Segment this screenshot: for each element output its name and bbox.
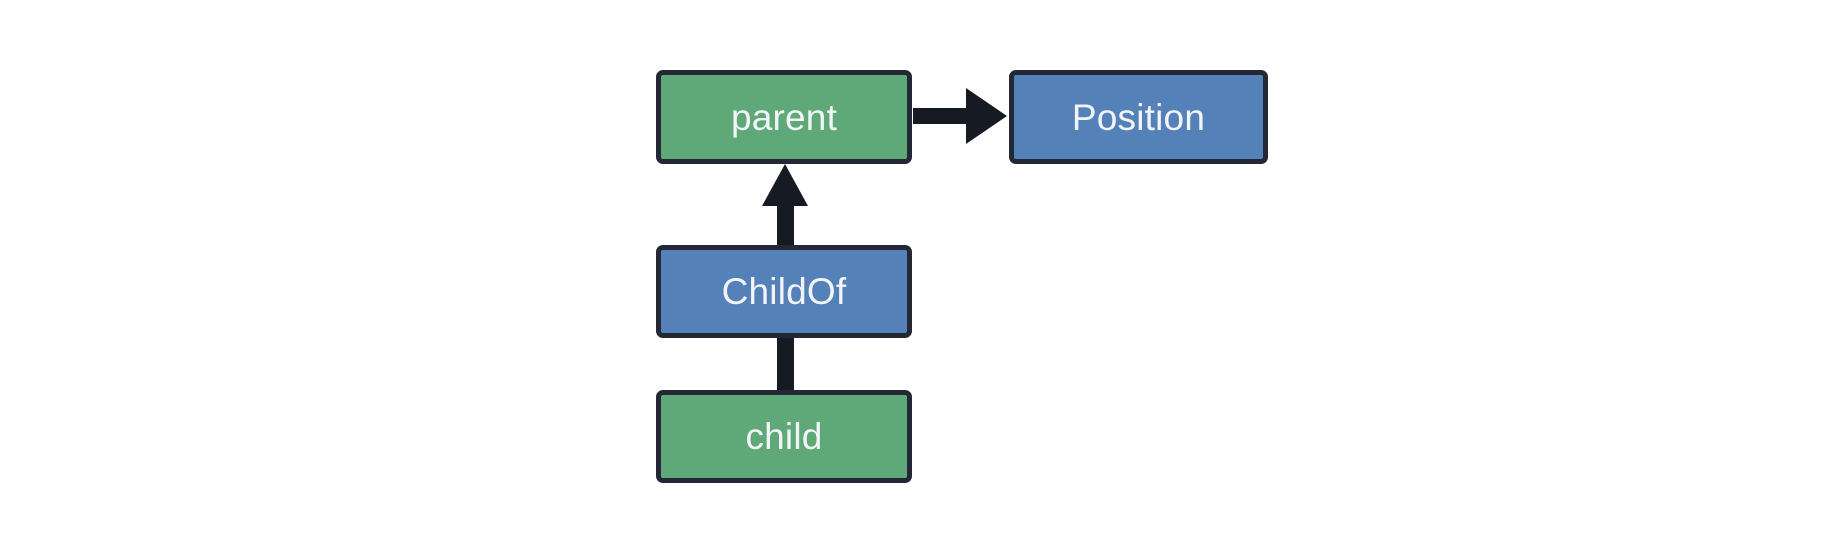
node-childof-label: ChildOf (721, 271, 847, 312)
edge-parent-to-position (913, 88, 1007, 144)
node-parent-label: parent (730, 96, 838, 138)
edge-parent-to-position-arrowhead (966, 88, 1007, 144)
node-childof[interactable]: ChildOf (656, 245, 912, 338)
node-child-label: child (745, 416, 823, 457)
edge-childof-to-parent-arrowhead (762, 164, 808, 206)
node-parent[interactable]: parent (656, 70, 912, 164)
edge-child-to-childof-shaft (777, 334, 794, 394)
edge-childof-to-parent-shaft (777, 196, 794, 248)
node-position[interactable]: Position (1009, 70, 1268, 164)
edge-childof-to-parent (762, 164, 808, 248)
node-child[interactable]: child (656, 390, 912, 483)
edge-child-to-childof (777, 334, 794, 394)
edge-parent-to-position-shaft (913, 108, 971, 124)
node-position-label: Position (1071, 96, 1206, 138)
